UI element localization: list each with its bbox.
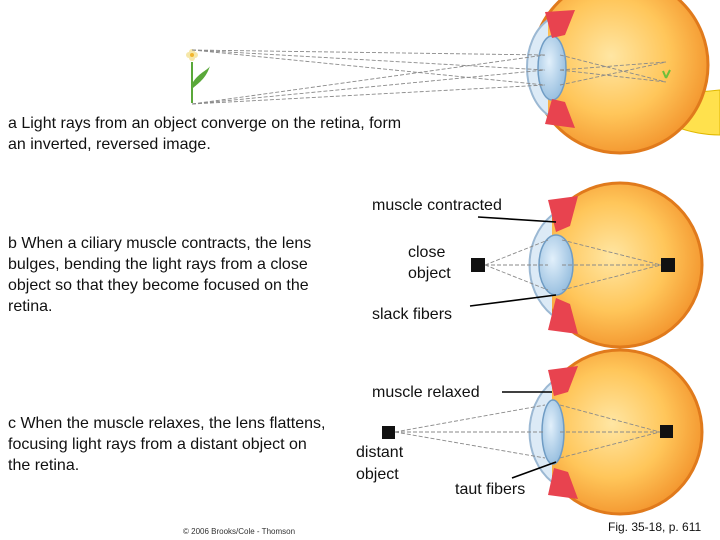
- label-distant-object-line1: distant: [356, 444, 404, 461]
- pointer-slack-fibers: [469, 294, 557, 307]
- caption-c: c When the muscle relaxes, the lens flat…: [8, 415, 326, 474]
- flower-object: [186, 49, 210, 103]
- ciliary-muscle-a-bottom: [545, 99, 575, 128]
- label-muscle-relaxed: muscle relaxed: [372, 384, 480, 401]
- label-close-object-line1: close: [408, 244, 446, 261]
- figure-reference: Fig. 35-18, p. 611: [608, 520, 702, 534]
- light-rays-a: [191, 49, 667, 105]
- retina-image-a: [662, 69, 671, 79]
- ciliary-muscle-c-top: [548, 366, 578, 396]
- distant-object-marker: [382, 426, 395, 439]
- label-close-object-line2: object: [408, 265, 451, 282]
- lens-b: [538, 234, 574, 296]
- ciliary-muscle-b-top: [548, 196, 578, 232]
- copyright-credit: © 2006 Brooks/Cole - Thomson: [183, 527, 296, 536]
- retina-image-c: [660, 425, 673, 438]
- label-distant-object-line2: object: [356, 466, 399, 483]
- label-slack-fibers: slack fibers: [372, 306, 453, 323]
- label-muscle-contracted: muscle contracted: [372, 197, 502, 214]
- light-rays-b: [484, 239, 662, 291]
- ciliary-muscle-c-bottom: [548, 468, 578, 499]
- retina-image-b: [661, 258, 675, 272]
- eye-a: [526, 0, 720, 155]
- label-taut-fibers: taut fibers: [455, 481, 526, 498]
- pointer-taut-fibers: [511, 461, 557, 479]
- light-rays-c: [394, 404, 661, 459]
- eye-b: [528, 181, 704, 349]
- caption-b: b When a ciliary muscle contracts, the l…: [8, 235, 312, 315]
- ciliary-muscle-b-bottom: [548, 298, 578, 334]
- lens-a: [537, 35, 567, 101]
- ciliary-muscle-a-top: [545, 10, 575, 38]
- close-object-marker: [471, 258, 485, 272]
- caption-a: a Light rays from an object converge on …: [8, 115, 402, 153]
- pointer-muscle-contracted: [477, 216, 557, 223]
